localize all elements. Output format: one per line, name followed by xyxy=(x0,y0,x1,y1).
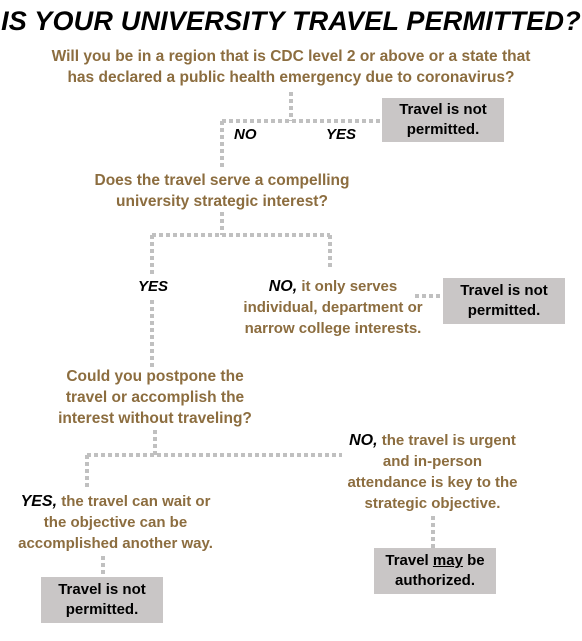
question-2-line-1: Does the travel serve a compelling xyxy=(94,172,350,189)
option-no-narrow-keyword: NO, xyxy=(268,278,298,295)
box-not-permitted-2: Travel is not permitted. xyxy=(443,278,565,324)
label-no: NO xyxy=(234,126,257,143)
box-may-be-authorized: Travel may be authorized. xyxy=(374,548,496,594)
option-no-narrow-line-3: narrow college interests. xyxy=(244,320,422,337)
option-yes-wait-line-1: the travel can wait or xyxy=(57,493,211,510)
question-1-line-1: Will you be in a region that is CDC leve… xyxy=(51,48,531,65)
box-not-permitted-3: Travel is not permitted. xyxy=(41,577,163,623)
option-no-urgent: NO, the travel is urgent and in-person a… xyxy=(330,430,535,514)
box-may-word-3: be xyxy=(462,552,485,569)
box-may-word-may: may xyxy=(432,552,463,569)
box-not-permitted-3-line-1: Travel is not xyxy=(58,581,146,598)
option-yes-wait: YES, the travel can wait or the objectiv… xyxy=(8,491,223,554)
option-no-narrow: NO, it only serves individual, departmen… xyxy=(228,276,438,339)
label-yes: YES xyxy=(326,126,357,143)
option-yes-wait-line-3: accomplished another way. xyxy=(18,535,213,552)
option-no-narrow-line-1: it only serves xyxy=(297,278,398,295)
question-1: Will you be in a region that is CDC leve… xyxy=(20,46,562,88)
option-no-urgent-line-3: attendance is key to the xyxy=(347,474,518,491)
question-3: Could you postpone the travel or accompl… xyxy=(50,366,260,429)
question-3-line-2: travel or accomplish the xyxy=(65,389,245,406)
option-no-urgent-line-4: strategic objective. xyxy=(364,495,501,512)
question-2: Does the travel serve a compelling unive… xyxy=(72,170,372,212)
box-may-word-1: Travel xyxy=(385,552,433,569)
question-3-line-3: interest without traveling? xyxy=(58,410,252,427)
label-yes-2: YES xyxy=(138,278,169,295)
option-no-urgent-line-1: the travel is urgent xyxy=(377,432,516,449)
option-no-urgent-keyword: NO, xyxy=(349,432,378,449)
box-not-permitted-1: Travel is not permitted. xyxy=(382,98,504,142)
box-not-permitted-1-line-2: permitted. xyxy=(406,121,480,138)
option-no-narrow-line-2: individual, department or xyxy=(243,299,423,316)
box-not-permitted-2-line-2: permitted. xyxy=(467,302,541,319)
box-not-permitted-2-line-1: Travel is not xyxy=(460,282,548,299)
box-not-permitted-1-line-1: Travel is not xyxy=(399,101,487,118)
question-2-line-2: university strategic interest? xyxy=(116,193,328,210)
box-not-permitted-3-line-2: permitted. xyxy=(65,601,139,618)
question-1-line-2: has declared a public health emergency d… xyxy=(67,69,515,86)
page-title: IS YOUR UNIVERSITY TRAVEL PERMITTED? xyxy=(1,6,581,36)
option-yes-wait-line-2: the objective can be xyxy=(43,514,188,531)
box-may-line-2: authorized. xyxy=(394,572,475,589)
question-3-line-1: Could you postpone the xyxy=(66,368,244,385)
option-yes-wait-keyword: YES, xyxy=(20,493,58,510)
option-no-urgent-line-2: and in-person xyxy=(382,453,483,470)
